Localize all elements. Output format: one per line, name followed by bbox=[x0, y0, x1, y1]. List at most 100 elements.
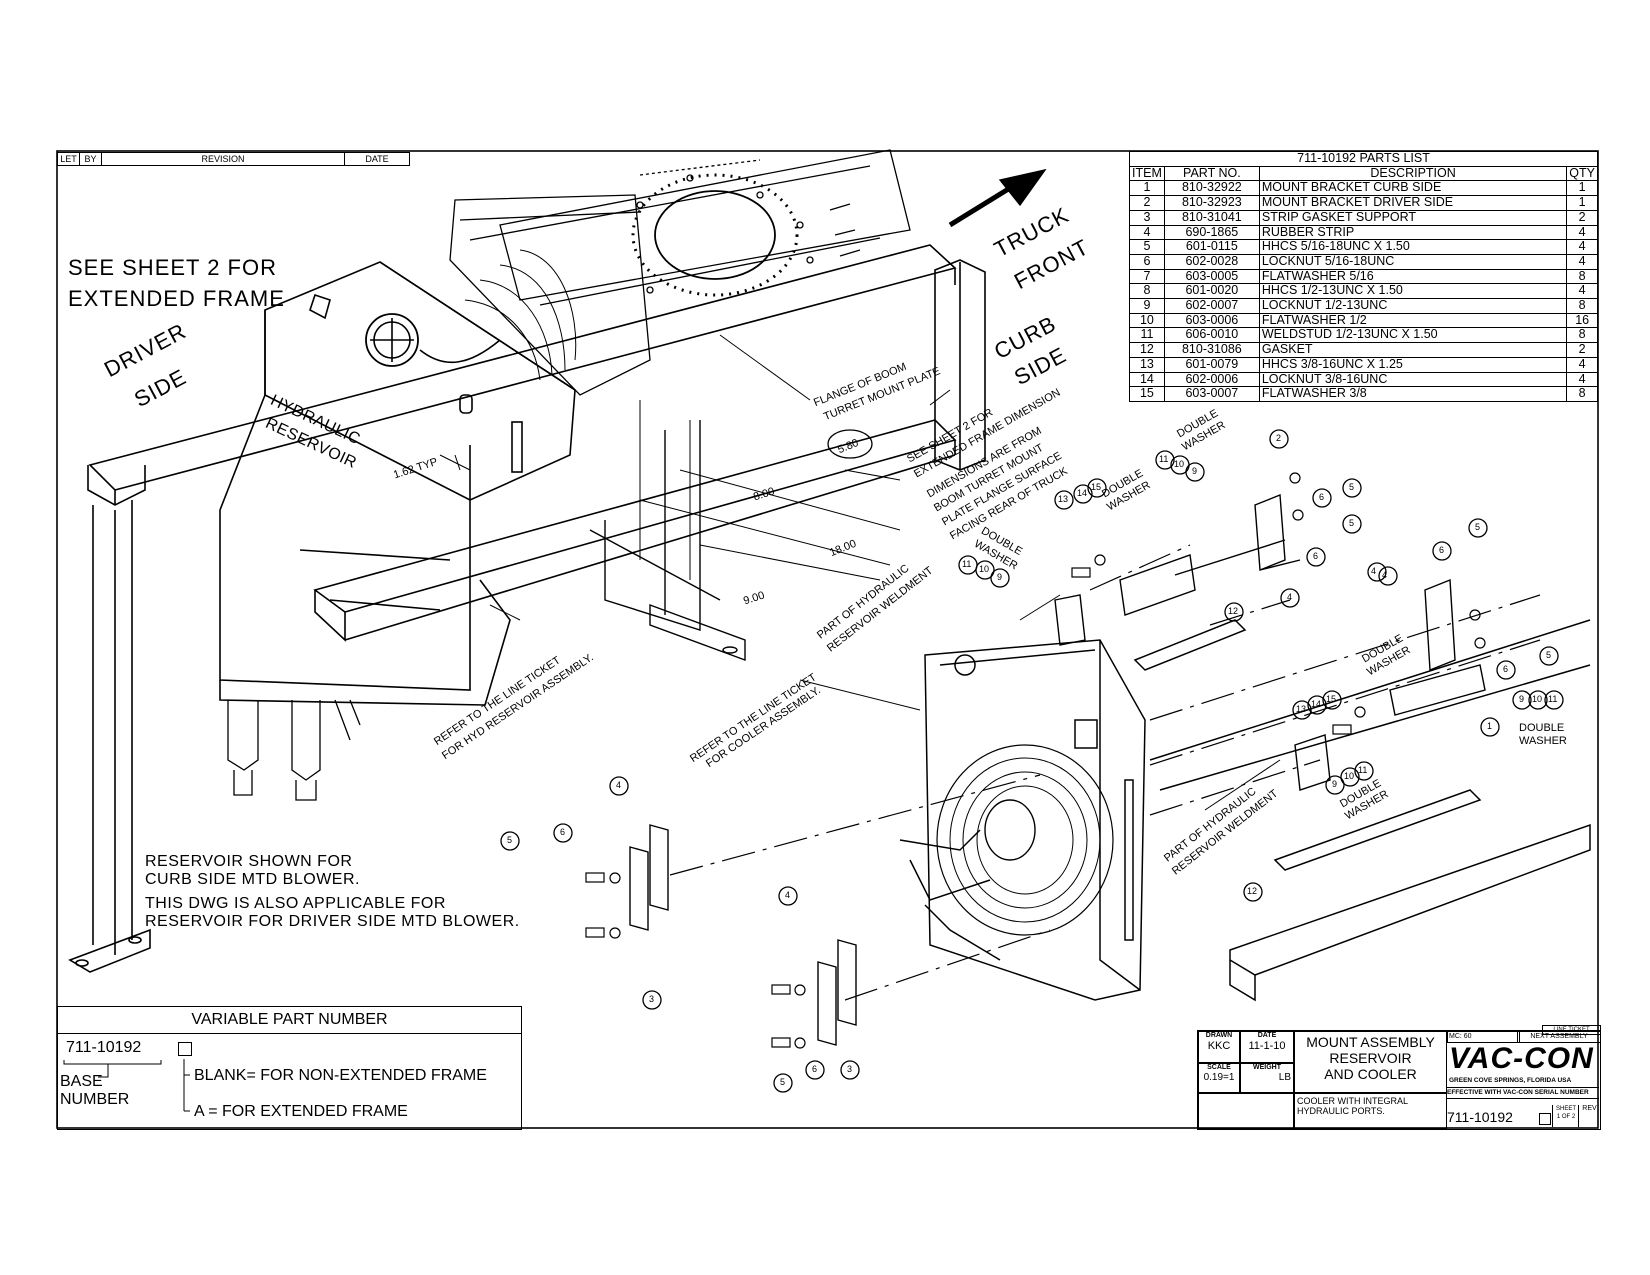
balloon-3a: 3 bbox=[649, 994, 655, 1004]
part-item: 14 bbox=[1129, 371, 1165, 388]
frame-rail bbox=[88, 244, 957, 642]
part-number: 601-0115 bbox=[1163, 239, 1260, 255]
balloon-7b: 6 bbox=[1313, 551, 1319, 561]
parts-list-title: 711-10192 PARTS LIST bbox=[1129, 151, 1598, 167]
part-qty: 4 bbox=[1566, 239, 1598, 255]
note-double-washer-f2: WASHER bbox=[1519, 735, 1567, 747]
vpn-number: 711-10192 bbox=[66, 1039, 142, 1056]
note-reservoir-line3: THIS DWG IS ALSO APPLICABLE FOR bbox=[145, 895, 446, 912]
tb-weight-cell: WEIGHT LB bbox=[1240, 1063, 1294, 1093]
part-number: 690-1865 bbox=[1163, 224, 1260, 241]
part-description: STRIP GASKET SUPPORT bbox=[1258, 209, 1568, 226]
support-stand bbox=[589, 420, 746, 662]
tb-title-line3: AND COOLER bbox=[1324, 1066, 1417, 1082]
tb-blank-cell bbox=[1198, 1093, 1294, 1129]
part-number: 810-32922 bbox=[1163, 180, 1260, 197]
part-description: HHCS 3/8-16UNC X 1.25 bbox=[1258, 356, 1568, 373]
title-block: DRAWN KKC DATE 11-1-10 SCALE 0.19=1 WEIG… bbox=[1197, 1025, 1601, 1130]
balloon-5a: 5 bbox=[507, 835, 513, 845]
part-qty: 1 bbox=[1566, 195, 1598, 211]
balloon-6d: 5 bbox=[1546, 650, 1552, 660]
col-description: DESCRIPTION bbox=[1258, 165, 1568, 182]
vpn-brackets bbox=[63, 1059, 190, 1112]
tb-date-cell: DATE 11-1-10 bbox=[1240, 1031, 1294, 1063]
tb-next-assembly: NEXT ASSEMBLY bbox=[1517, 1031, 1601, 1043]
part-description: LOCKNUT 5/16-18UNC bbox=[1258, 253, 1568, 270]
centerlines bbox=[669, 544, 1541, 1001]
balloon-1: 1 bbox=[1487, 721, 1493, 731]
part-number: 606-0010 bbox=[1163, 327, 1260, 344]
balloon-9d: 9 bbox=[1519, 694, 1525, 704]
balloon-14a: 14 bbox=[1077, 488, 1088, 498]
part-qty: 8 bbox=[1566, 268, 1598, 285]
tb-title-line1: MOUNT ASSEMBLY bbox=[1306, 1034, 1435, 1050]
dimension-lines bbox=[454, 400, 901, 581]
vpn-option-a: A = FOR EXTENDED FRAME bbox=[194, 1103, 408, 1120]
tb-effective: EFFECTIVE WITH VAC-CON SERIAL NUMBER bbox=[1447, 1087, 1599, 1099]
note-double-washer-f1: DOUBLE bbox=[1519, 722, 1565, 734]
note-see-sheet-line1: SEE SHEET 2 FOR bbox=[68, 255, 277, 280]
balloon-11d: 11 bbox=[1548, 694, 1558, 704]
part-item: 2 bbox=[1129, 195, 1165, 211]
balloon-4b: 4 bbox=[1382, 570, 1388, 580]
cooler-exploded bbox=[899, 639, 1146, 1001]
part-item: 10 bbox=[1129, 312, 1165, 329]
part-qty: 2 bbox=[1566, 342, 1598, 358]
part-description: HHCS 5/16-18UNC X 1.50 bbox=[1258, 239, 1568, 255]
tb-sheet-cell: SHEET 1 OF 2 bbox=[1552, 1105, 1579, 1127]
part-description: MOUNT BRACKET DRIVER SIDE bbox=[1258, 195, 1568, 211]
tb-line-ticket: LINE TICKET bbox=[1542, 1025, 1601, 1035]
tb-scale-cell: SCALE 0.19=1 bbox=[1198, 1063, 1240, 1093]
part-number: 602-0006 bbox=[1163, 371, 1260, 388]
tb-weight-unit: LB bbox=[1278, 1072, 1291, 1083]
bolts bbox=[585, 472, 1486, 1049]
balloon-9a: 9 bbox=[1192, 466, 1198, 476]
balloon-10c: 10 bbox=[1344, 771, 1355, 781]
part-description: FLATWASHER 5/16 bbox=[1258, 268, 1568, 285]
part-number: 810-32923 bbox=[1163, 195, 1260, 211]
revision-header: LET BY REVISION DATE bbox=[57, 152, 410, 166]
part-number: 602-0028 bbox=[1163, 253, 1260, 270]
col-part-no: PART NO. bbox=[1163, 165, 1260, 182]
end-plates bbox=[629, 824, 857, 1046]
part-description: MOUNT BRACKET CURB SIDE bbox=[1258, 180, 1568, 197]
tb-sheet-label: SHEET bbox=[1555, 1106, 1576, 1112]
balloon-13a: 13 bbox=[1058, 494, 1069, 504]
rev-revision-header: REVISION bbox=[102, 153, 345, 165]
balloon-10b: 10 bbox=[979, 564, 990, 574]
part-qty: 8 bbox=[1566, 386, 1598, 402]
part-number: 603-0006 bbox=[1163, 312, 1260, 329]
part-description: WELDSTUD 1/2-13UNC X 1.50 bbox=[1258, 327, 1568, 344]
vpn-number-label: NUMBER bbox=[60, 1091, 130, 1108]
part-qty: 4 bbox=[1566, 253, 1598, 270]
tb-date-label: DATE bbox=[1257, 1032, 1277, 1039]
parts-list: 711-10192 PARTS LIST ITEM PART NO. DESCR… bbox=[1129, 151, 1598, 402]
part-qty: 16 bbox=[1566, 312, 1598, 329]
note-reservoir-line4: RESERVOIR FOR DRIVER SIDE MTD BLOWER. bbox=[145, 913, 520, 930]
curb-post bbox=[934, 259, 986, 471]
tb-drawn-label: DRAWN bbox=[1205, 1032, 1233, 1039]
tb-part-number: 711-10192 bbox=[1447, 1109, 1513, 1125]
part-number: 601-0020 bbox=[1163, 283, 1260, 300]
col-item: ITEM bbox=[1129, 165, 1165, 182]
part-item: 9 bbox=[1129, 298, 1165, 314]
balloon-4a: 4 bbox=[1287, 592, 1293, 602]
part-item: 6 bbox=[1129, 253, 1165, 270]
tb-date-value: 11-1-10 bbox=[1248, 1040, 1286, 1052]
part-description: FLATWASHER 3/8 bbox=[1258, 386, 1568, 402]
balloon-7a: 6 bbox=[1319, 492, 1325, 502]
part-item: 15 bbox=[1129, 386, 1165, 402]
turret-plate bbox=[469, 149, 911, 306]
part-item: 12 bbox=[1129, 342, 1165, 358]
part-description: LOCKNUT 1/2-13UNC bbox=[1258, 298, 1568, 314]
part-description: LOCKNUT 3/8-16UNC bbox=[1258, 371, 1568, 388]
part-description: GASKET bbox=[1258, 342, 1568, 358]
part-number: 810-31041 bbox=[1163, 209, 1260, 226]
part-qty: 4 bbox=[1566, 224, 1598, 241]
